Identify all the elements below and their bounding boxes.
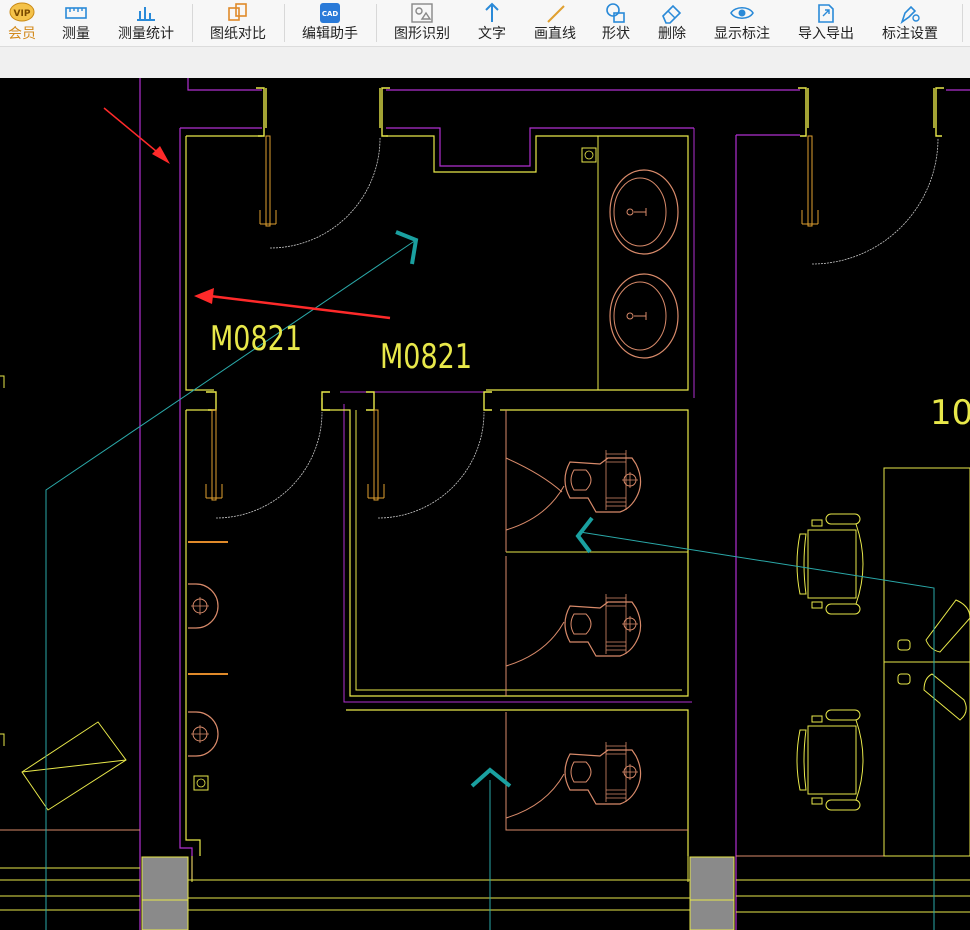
door-label: M0821 (380, 337, 472, 377)
show-annotations-button[interactable]: 显示标注 (710, 0, 774, 46)
urinal-fixtures (187, 583, 219, 791)
compare-button[interactable]: 图纸对比 (206, 0, 270, 46)
line-icon (547, 5, 565, 23)
edit-assistant-label: 编辑助手 (302, 26, 358, 42)
toilet-fixtures (505, 449, 642, 819)
eye-icon (730, 6, 754, 20)
import-export-icon (818, 4, 834, 23)
shape-recognize-icon (411, 3, 433, 23)
eraser-icon (662, 4, 682, 24)
outer-wall-lines (139, 78, 970, 930)
toolbar-divider (962, 4, 963, 42)
show-annotations-label: 显示标注 (714, 26, 770, 42)
measure-label: 测量 (62, 26, 90, 42)
annotation-settings-icon (900, 5, 920, 24)
delete-button[interactable]: 删除 (654, 0, 690, 46)
vip-icon: VIP (9, 2, 35, 22)
text-label: 文字 (478, 26, 506, 42)
shape-label: 形状 (602, 26, 630, 42)
compare-label: 图纸对比 (210, 26, 266, 42)
room-walls (0, 135, 970, 913)
measure-stats-label: 测量统计 (118, 26, 174, 42)
cad-edit-icon: CAD (320, 3, 340, 23)
toolbar: VIP 会员 测量 测量统计 图纸对比 CAD 编辑助手 图形识别 文字 画直线… (0, 0, 970, 47)
vip-label: 会员 (8, 26, 36, 42)
annotation-settings-button[interactable]: 标注设置 (878, 0, 942, 46)
section-lines (45, 239, 935, 930)
door-label: M0821 (210, 319, 302, 359)
left-equipment (0, 375, 127, 811)
shape-icon (606, 3, 625, 23)
cad-drawing: M0821 M0821 10 (0, 78, 970, 930)
svg-text:VIP: VIP (14, 9, 31, 19)
ruler-icon (65, 7, 87, 19)
toolbar-divider (284, 4, 285, 42)
shape-recognize-button[interactable]: 图形识别 (390, 0, 454, 46)
structural-columns (141, 856, 735, 930)
annotation-settings-label: 标注设置 (882, 26, 938, 42)
draw-line-button[interactable]: 画直线 (530, 0, 580, 46)
office-furniture (796, 467, 970, 857)
delete-label: 删除 (658, 26, 686, 42)
door-frames (206, 87, 944, 411)
draw-line-label: 画直线 (534, 26, 576, 42)
sink-fixtures (581, 147, 679, 359)
import-export-label: 导入导出 (798, 26, 854, 42)
annotation-arrows (103, 107, 391, 320)
toolbar-divider (192, 4, 193, 42)
text-icon (485, 2, 499, 22)
toolbar-subbar (0, 47, 970, 78)
measure-stats-button[interactable]: 测量统计 (114, 0, 178, 46)
svg-text:CAD: CAD (322, 10, 339, 18)
cad-canvas[interactable]: M0821 M0821 10 (0, 78, 970, 930)
measure-button[interactable]: 测量 (58, 0, 94, 46)
measure-stats-icon (137, 7, 155, 21)
view-markers (395, 230, 594, 788)
room-number: 10 (930, 393, 970, 433)
compare-icon (228, 3, 247, 21)
import-export-button[interactable]: 导入导出 (794, 0, 858, 46)
vip-button[interactable]: VIP 会员 (4, 0, 40, 46)
door-swings (215, 137, 939, 519)
shape-button[interactable]: 形状 (598, 0, 634, 46)
text-button[interactable]: 文字 (474, 0, 510, 46)
toolbar-divider (376, 4, 377, 42)
shape-recognize-label: 图形识别 (394, 26, 450, 42)
edit-assistant-button[interactable]: CAD 编辑助手 (298, 0, 362, 46)
